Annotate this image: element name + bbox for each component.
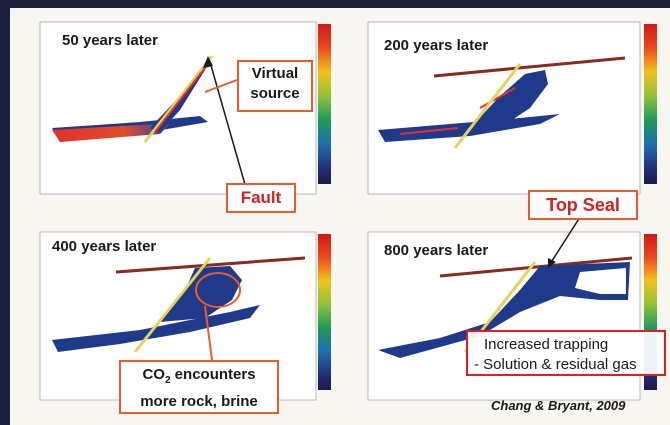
virtual-source-pointer (204, 79, 238, 93)
co2-plume-hot (52, 124, 170, 142)
top-seal-callout: Top Seal (528, 190, 638, 220)
trapping-callout: Increased trapping - Solution & residual… (466, 330, 666, 376)
callout-line: Virtual (251, 65, 299, 82)
top-seal-line (439, 256, 633, 278)
colorbar (318, 234, 331, 390)
fault-callout: Fault (226, 183, 296, 213)
panel-title: 800 years later (384, 242, 489, 259)
fault-pointer (209, 61, 247, 189)
co2-text: CO (142, 366, 165, 383)
panel-title: 50 years later (62, 32, 158, 49)
citation: Chang & Bryant, 2009 (491, 398, 626, 413)
co2-plume (378, 262, 630, 358)
colorbar (644, 24, 657, 184)
top-seal-pointer (549, 213, 583, 265)
arrowhead (203, 56, 213, 68)
plume-edge (154, 63, 209, 133)
arrowhead (548, 258, 556, 268)
fault-line (453, 63, 522, 149)
panel-title: 200 years later (384, 37, 489, 54)
callout-line: CO2 encounters (121, 364, 277, 391)
top-seal-line (433, 56, 626, 78)
callout-line: Increased trapping (484, 336, 609, 353)
callout-line: - Solution & residual gas (474, 356, 637, 373)
callout-line: source (250, 85, 300, 102)
co2-plume-upper (160, 266, 242, 322)
top-seal-line (115, 256, 306, 274)
co2-callout: CO2 encounters more rock, brine (119, 360, 279, 414)
fault-line (133, 257, 212, 353)
plume-streak (399, 127, 459, 135)
callout-line: more rock, brine (140, 393, 258, 410)
panel-title: 400 years later (52, 238, 157, 255)
co2-plume (52, 305, 260, 352)
encounters-text: encounters (170, 366, 256, 383)
fault-line (143, 55, 214, 143)
colorbar (318, 24, 331, 184)
co2-subscript: 2 (164, 375, 171, 386)
virtual-source-callout: Virtual source (237, 60, 313, 112)
plume-streak (479, 87, 516, 109)
co2-plume-upper (470, 70, 548, 128)
highlight-ellipse (195, 272, 241, 308)
plume-gap (575, 268, 626, 294)
panel-200-years (367, 21, 657, 195)
callout-pointer (204, 305, 213, 361)
